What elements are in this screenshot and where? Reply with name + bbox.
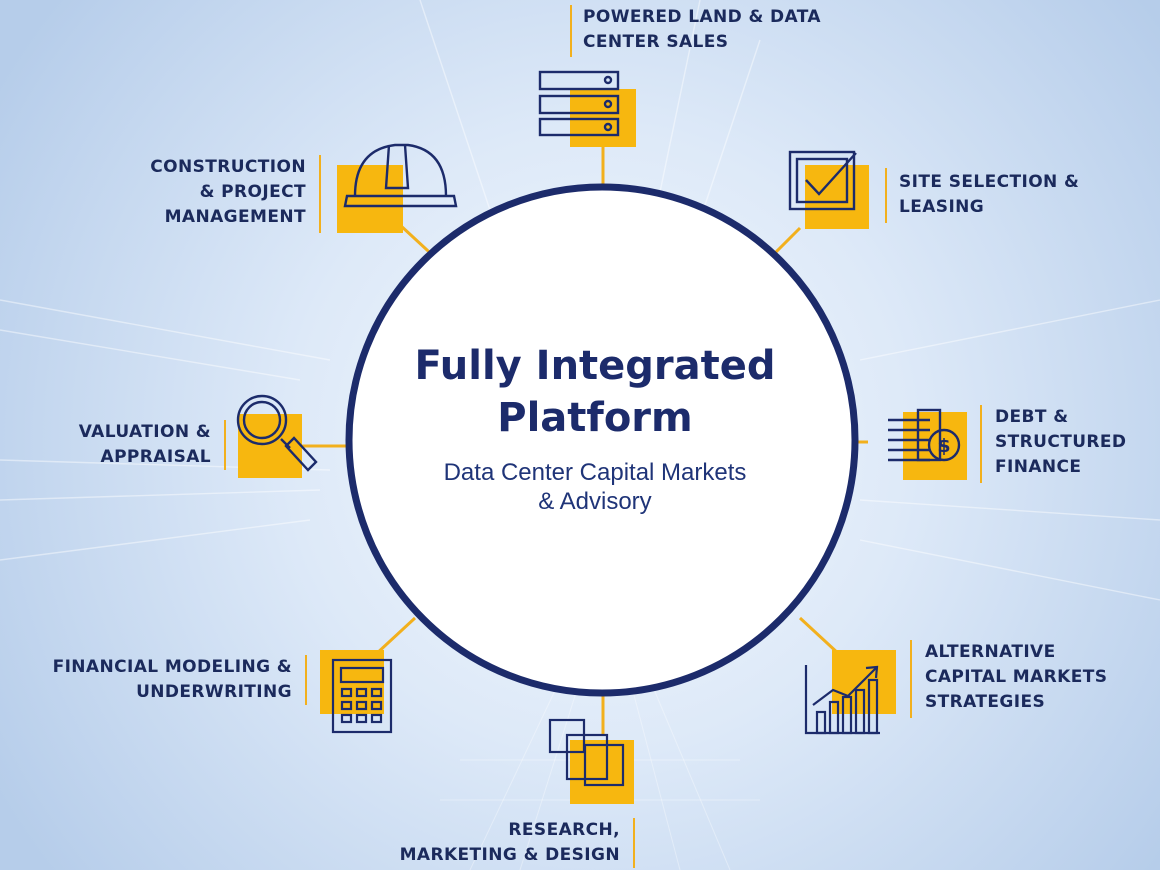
- subtitle-line: Data Center Capital Markets: [443, 459, 747, 486]
- label-accent-bar: [885, 168, 887, 223]
- subtitle-line: & Advisory: [538, 488, 652, 515]
- service-label-line: RESEARCH,: [508, 820, 620, 840]
- central-circle: [345, 183, 859, 697]
- service-label-line: MARKETING & DESIGN: [399, 845, 620, 865]
- service-financial-modeling: FINANCIAL MODELING & UNDERWRITING: [0, 655, 292, 705]
- service-label-line: CONSTRUCTION: [150, 157, 306, 177]
- service-label-line: STRATEGIES: [925, 692, 1046, 712]
- label-accent-bar: [980, 405, 982, 483]
- service-label-line: STRUCTURED: [995, 432, 1127, 452]
- service-label-line: UNDERWRITING: [136, 682, 292, 702]
- service-label-line: POWERED LAND & DATA: [583, 7, 821, 27]
- calculator-icon: [320, 650, 393, 734]
- checkbox-icon: [788, 150, 869, 229]
- service-label-line: & PROJECT: [199, 182, 306, 202]
- service-site-selection: SITE SELECTION & LEASING: [899, 170, 1079, 220]
- service-label-line: CAPITAL MARKETS: [925, 667, 1108, 687]
- service-research: RESEARCH, MARKETING & DESIGN: [330, 818, 620, 868]
- service-construction: CONSTRUCTION & PROJECT MANAGEMENT: [60, 155, 306, 230]
- service-label-line: FINANCE: [995, 457, 1082, 477]
- magnifier-icon: [236, 394, 318, 478]
- coins-dollar-icon: $: [888, 408, 967, 480]
- label-accent-bar: [224, 420, 226, 470]
- diagram-subtitle: Data Center Capital Markets & Advisory: [380, 458, 810, 516]
- service-label-line: CENTER SALES: [583, 32, 729, 52]
- service-label-line: VALUATION &: [78, 422, 211, 442]
- service-label-line: MANAGEMENT: [164, 207, 306, 227]
- growth-chart-icon: [804, 650, 896, 735]
- service-alternative-capital: ALTERNATIVE CAPITAL MARKETS STRATEGIES: [925, 640, 1107, 715]
- server-rack-icon: [538, 70, 636, 147]
- service-label-line: LEASING: [899, 197, 985, 217]
- service-label-line: APPRAISAL: [100, 447, 211, 467]
- diagram-title: Fully Integrated Platform: [380, 340, 810, 444]
- label-accent-bar: [570, 5, 572, 57]
- layers-icon: [548, 718, 634, 804]
- hard-hat-icon: [337, 143, 458, 233]
- label-accent-bar: [910, 640, 912, 718]
- label-accent-bar: [305, 655, 307, 705]
- service-label-line: ALTERNATIVE: [925, 642, 1056, 662]
- center-text-block: Fully Integrated Platform Data Center Ca…: [380, 340, 810, 516]
- service-debt-finance: DEBT & STRUCTURED FINANCE: [995, 405, 1126, 480]
- label-accent-bar: [319, 155, 321, 233]
- label-accent-bar: [633, 818, 635, 868]
- service-label-line: SITE SELECTION &: [899, 172, 1080, 192]
- service-label-line: DEBT &: [995, 407, 1069, 427]
- svg-text:$: $: [937, 435, 950, 457]
- service-powered-land: POWERED LAND & DATA CENTER SALES: [583, 5, 821, 55]
- service-label-line: FINANCIAL MODELING &: [52, 657, 292, 677]
- service-valuation: VALUATION & APPRAISAL: [20, 420, 211, 470]
- title-line: Platform: [497, 395, 693, 441]
- title-line: Fully Integrated: [414, 343, 776, 389]
